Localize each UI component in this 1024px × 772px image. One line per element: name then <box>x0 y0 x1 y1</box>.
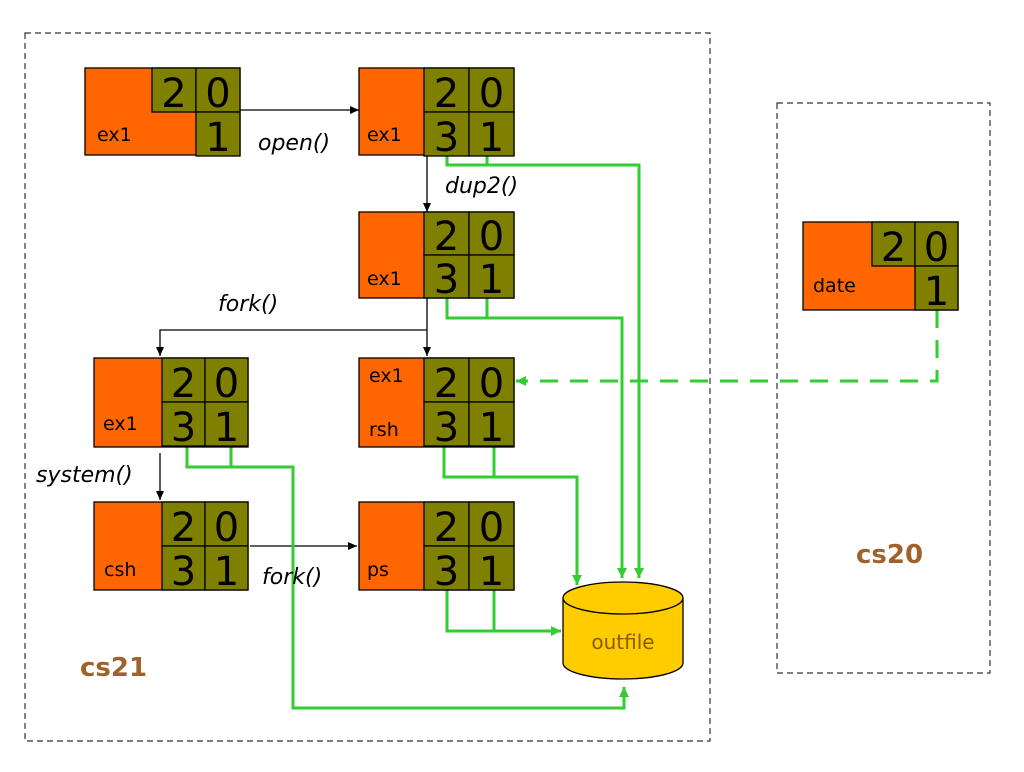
fd-cell <box>423 67 470 113</box>
process-label: ex1 <box>367 124 402 146</box>
process-label: ex1 <box>367 268 402 290</box>
fd-cell <box>204 501 249 547</box>
process-label: ex1 <box>103 413 138 435</box>
fd-number: 2 <box>434 214 459 260</box>
fd-cell <box>468 67 515 113</box>
outfile-cylinder: outfile <box>562 581 684 680</box>
fd-cell <box>423 545 470 591</box>
p5-fd-links <box>442 447 582 585</box>
fd-cell <box>468 111 515 157</box>
fd-cell <box>204 545 249 591</box>
fd-cell <box>468 501 515 547</box>
process-label: date <box>813 275 856 297</box>
fd-number: 3 <box>434 405 459 451</box>
fd-number: 1 <box>479 405 504 451</box>
fd-number: 0 <box>214 361 239 407</box>
fd-number: 3 <box>171 549 196 595</box>
call-label-fork2: fork() <box>262 565 322 590</box>
fd-connections <box>185 155 939 710</box>
fd-cell <box>423 254 470 299</box>
fd-cell <box>204 357 249 403</box>
process-label: ps <box>367 559 389 581</box>
fd-cell <box>423 401 470 447</box>
host-label-cs20: cs20 <box>856 540 923 570</box>
fd-number: 1 <box>205 115 230 161</box>
host-box-cs20 <box>776 102 991 674</box>
call-label-dup2: dup2() <box>445 174 518 199</box>
fd-cell <box>914 265 959 311</box>
fd-number: 1 <box>479 549 504 595</box>
host-label-cs21: cs21 <box>80 653 147 683</box>
p7-fd-links <box>445 590 561 636</box>
call-label-fork1: fork() <box>218 292 278 317</box>
process-label: rsh <box>369 419 399 441</box>
fd-number: 0 <box>205 71 230 117</box>
fd-cell <box>195 111 241 157</box>
p2-fd-links <box>445 155 644 578</box>
fd-number: 3 <box>434 257 459 303</box>
fd-number: 0 <box>214 505 239 551</box>
call-labels: open() dup2() fork() system() fork() <box>36 131 518 590</box>
fd-number: 1 <box>214 405 239 451</box>
fd-number: 2 <box>161 71 186 117</box>
arrow-fork1-branch <box>156 329 427 356</box>
fd-number: 0 <box>479 505 504 551</box>
process-label: ex1 <box>369 365 404 387</box>
fd-cell <box>423 111 470 157</box>
p4-fd-links <box>185 447 629 710</box>
fd-cell <box>468 401 515 447</box>
fd-number: 1 <box>214 549 239 595</box>
fd-number: 2 <box>171 361 196 407</box>
fd-number: 3 <box>434 549 459 595</box>
p3-fd-links <box>445 298 627 578</box>
host-box-cs21 <box>24 32 711 742</box>
fd-number: 0 <box>479 361 504 407</box>
fd-number: 2 <box>434 71 459 117</box>
fd-cell <box>204 401 249 447</box>
fd-number: 1 <box>924 269 949 315</box>
fd-number: 2 <box>434 361 459 407</box>
fd-number: 0 <box>479 71 504 117</box>
fd-cell <box>468 254 515 299</box>
process-label: ex1 <box>97 124 132 146</box>
fd-number: 3 <box>171 405 196 451</box>
fd-cell <box>161 357 206 403</box>
process-label: csh <box>104 559 136 581</box>
fd-number: 2 <box>434 505 459 551</box>
call-label-open: open() <box>258 131 330 156</box>
fd-number: 2 <box>171 505 196 551</box>
call-label-system: system() <box>36 463 133 488</box>
fd-cell <box>161 401 206 447</box>
fd-number: 1 <box>479 115 504 161</box>
fd-cell <box>468 545 515 591</box>
outfile-label: outfile <box>591 630 654 654</box>
fd-number: 2 <box>881 225 906 271</box>
fd-cell <box>468 211 515 256</box>
fd-cell <box>871 221 916 267</box>
fd-number: 0 <box>924 225 949 271</box>
fd-number: 1 <box>479 257 504 303</box>
date-remote-link <box>516 310 939 386</box>
fd-cell <box>151 67 197 113</box>
fd-number: 3 <box>434 115 459 161</box>
control-flow-arrows <box>156 106 431 550</box>
fd-cell <box>468 357 515 403</box>
fd-number: 0 <box>479 214 504 260</box>
